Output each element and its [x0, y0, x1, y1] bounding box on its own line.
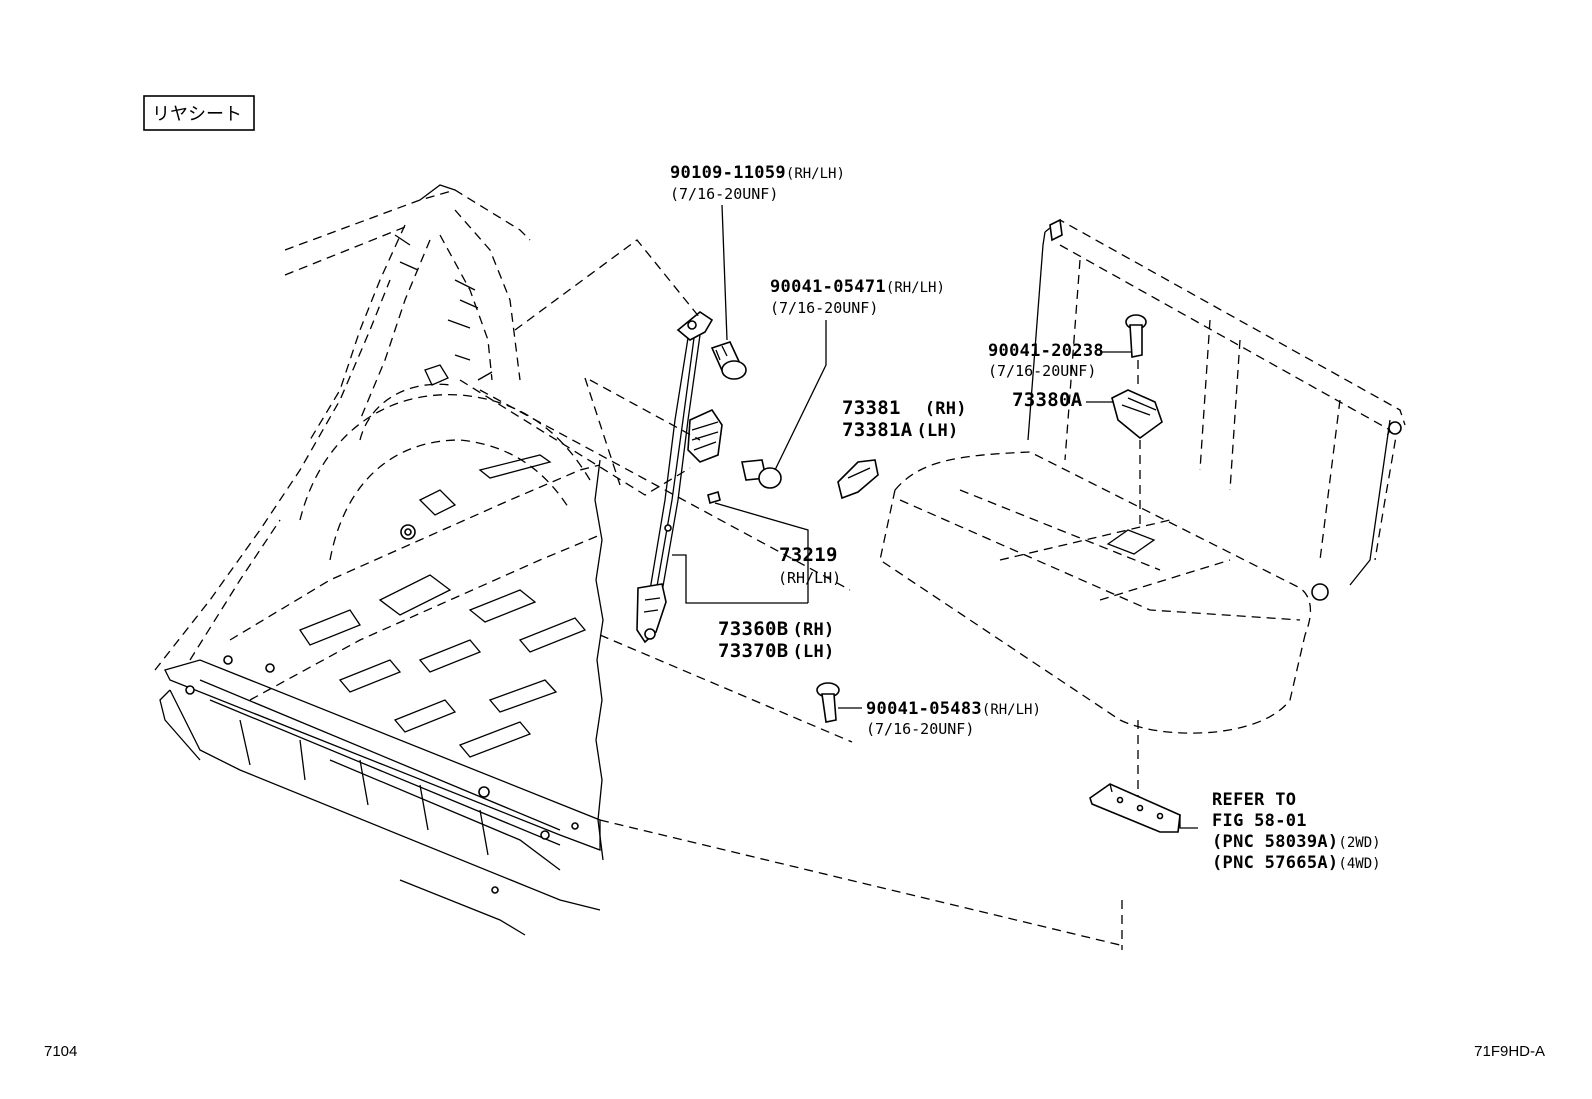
- callout-bolt-top: 90109-11059(RH/LH) (7/16-20UNF): [670, 163, 845, 203]
- buckle-73381: [837, 459, 879, 500]
- bolt-90041-05483: [816, 682, 862, 723]
- part-number: 73381A: [842, 419, 913, 441]
- diagram-title: リヤシート: [152, 104, 242, 125]
- buckle-73380A: [1086, 389, 1163, 530]
- part-tag: (LH): [916, 421, 958, 441]
- seat-bracket: [1089, 783, 1198, 833]
- part-tag: (RH/LH): [786, 166, 845, 182]
- refer-line-1: REFER TO: [1212, 790, 1296, 810]
- part-number: 90109-11059: [670, 163, 786, 183]
- rear-seat: [879, 218, 1406, 950]
- refer-line-2: FIG 58-01: [1212, 811, 1307, 831]
- svg-text:(PNC 58039A)(2WD): (PNC 58039A)(2WD): [1212, 832, 1381, 852]
- callout-bolt-mid: 90041-05471(RH/LH) (7/16-20UNF): [770, 277, 945, 317]
- part-number: 73219: [779, 544, 838, 566]
- refer-pnc-tag: (4WD): [1338, 856, 1380, 872]
- part-number: 90041-05483: [866, 699, 982, 719]
- svg-text:73360B(RH): 73360B(RH): [718, 618, 835, 640]
- part-spec: (7/16-20UNF): [670, 185, 778, 203]
- part-number: 90041-05471: [770, 277, 886, 297]
- part-spec: (7/16-20UNF): [866, 720, 974, 738]
- callout-belt: 73360B(RH) 73370B(LH): [718, 618, 835, 662]
- bolt-90109-11059: [710, 204, 747, 380]
- part-number: 73381: [842, 397, 901, 419]
- title-box: リヤシート: [143, 95, 255, 131]
- body-floor-structure: [154, 184, 604, 936]
- callout-anchor: 73219 (RH/LH): [778, 544, 841, 587]
- svg-text:73370B(LH): 73370B(LH): [718, 640, 835, 662]
- callout-buckle-side: 73381 (RH) 73381A(LH): [842, 397, 967, 441]
- part-number: 73360B: [718, 618, 788, 640]
- figure-code: 71F9HD-A: [1474, 1043, 1545, 1060]
- refer-pnc: (PNC 57665A): [1212, 853, 1338, 873]
- part-tag: (RH/LH): [982, 702, 1041, 718]
- callout-bolt-low: 90041-05483(RH/LH) (7/16-20UNF): [866, 699, 1041, 738]
- page-number: 7104: [44, 1043, 77, 1060]
- part-tag: (LH): [792, 642, 834, 662]
- svg-text:73381(RH): 73381 (RH): [842, 397, 967, 419]
- part-number: 90041-20238: [988, 341, 1104, 361]
- part-spec: (7/16-20UNF): [988, 362, 1096, 380]
- refer-pnc-tag: (2WD): [1338, 835, 1380, 851]
- svg-text:(PNC 57665A)(4WD): (PNC 57665A)(4WD): [1212, 853, 1381, 873]
- callout-refer: REFER TO FIG 58-01 (PNC 58039A)(2WD) (PN…: [1212, 790, 1381, 873]
- part-tag: (RH): [792, 620, 834, 640]
- part-number: 73370B: [718, 640, 788, 662]
- bolt-90041-20238: [1100, 314, 1147, 390]
- part-tag: (RH/LH): [886, 280, 945, 296]
- svg-text:90041-05471(RH/LH): 90041-05471(RH/LH): [770, 277, 945, 297]
- callout-buckle-center: 73380A: [1012, 389, 1083, 411]
- svg-text:73381A(LH): 73381A(LH): [842, 419, 959, 441]
- svg-text:90109-11059(RH/LH): 90109-11059(RH/LH): [670, 163, 845, 183]
- seat-belt-assembly: [636, 311, 809, 644]
- part-tag: (RH): [925, 399, 967, 419]
- part-tag: (RH/LH): [778, 569, 841, 587]
- part-spec: (7/16-20UNF): [770, 299, 878, 317]
- part-number: 73380A: [1012, 389, 1083, 411]
- assembly-guide-lines: [459, 239, 1121, 946]
- refer-pnc: (PNC 58039A): [1212, 832, 1338, 852]
- svg-text:90041-05483(RH/LH): 90041-05483(RH/LH): [866, 699, 1041, 719]
- callout-bolt-seat: 90041-20238 (7/16-20UNF): [988, 341, 1104, 380]
- bolt-90041-05471: [741, 320, 827, 489]
